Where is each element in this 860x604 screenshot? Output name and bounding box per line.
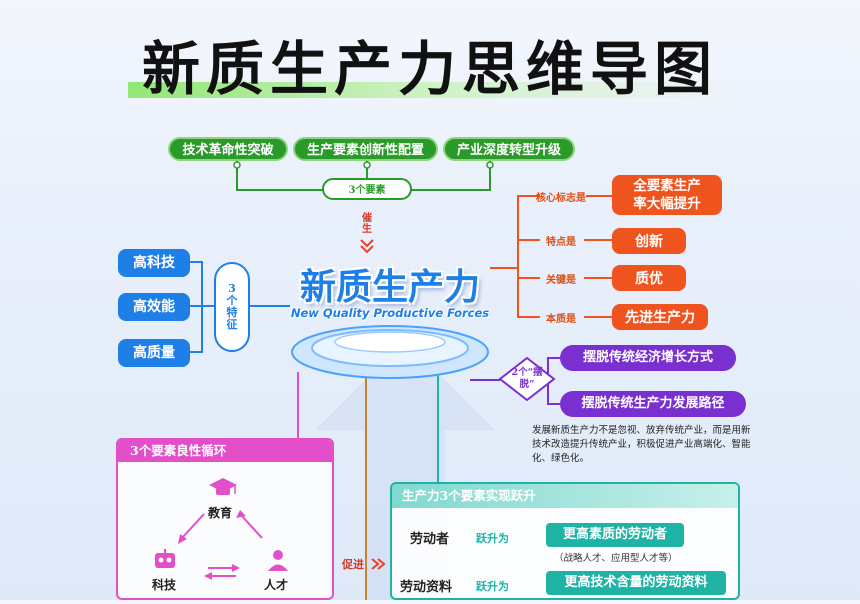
leap-panel-header: 生产力3个要素实现跃升 — [392, 484, 738, 508]
baituo-path: 摆脱传统生产力发展路径 — [560, 391, 746, 417]
right-value-core: 全要素生产率大幅提升 — [612, 175, 722, 215]
right-value-innovation: 创新 — [612, 228, 686, 254]
leap-row-right-labor: 更高素质的劳动者 — [546, 523, 684, 547]
cycle-panel-header: 3个要素良性循环 — [118, 440, 332, 462]
feature-high-quality: 高质量 — [118, 339, 190, 367]
right-label-feature: 特点是 — [546, 237, 576, 248]
graduation-cap-icon — [208, 476, 238, 504]
features-badge: 3个特征 — [214, 262, 250, 352]
right-label-essence: 本质是 — [546, 314, 576, 325]
top-tag-tech: 技术革命性突破 — [168, 137, 288, 161]
leap-row-mid-labor: 跃升为 — [476, 532, 509, 545]
top-tag-factors: 生产要素创新性配置 — [293, 137, 438, 161]
right-label-core: 核心标志是 — [536, 193, 586, 204]
arrow-cycle-icon — [172, 506, 272, 590]
leap-row-left-tools: 劳动资料 — [400, 580, 453, 595]
background-arrow — [305, 340, 505, 600]
cuisheng-label: 催生 — [362, 213, 372, 235]
leap-row-left-labor: 劳动者 — [410, 532, 450, 547]
feature-high-efficiency: 高效能 — [118, 293, 190, 321]
right-value-quality: 质优 — [612, 265, 686, 291]
top-tag-industry: 产业深度转型升级 — [443, 137, 575, 161]
baituo-label: 2个“摆脱” — [511, 367, 543, 390]
leap-row-note-labor: （战略人才、应用型人才等） — [554, 553, 678, 564]
cycle-node-tech: 科技 — [152, 578, 177, 592]
center-subtitle: New Quality Productive Forces — [290, 306, 490, 320]
double-chevron-down-icon — [359, 238, 375, 258]
leap-row-mid-tools: 跃升为 — [476, 580, 509, 593]
double-chevron-right-icon — [370, 556, 386, 575]
cycle-title: 3个要素良性循环 — [130, 443, 227, 458]
baituo-diamond — [498, 356, 556, 406]
title-underline — [128, 82, 734, 98]
cujin-label: 促进 — [342, 558, 364, 571]
three-factors-pill: 3个要素 — [322, 178, 412, 200]
leap-title: 生产力3个要素实现跃升 — [402, 488, 536, 503]
cycle-node-talent: 人才 — [264, 578, 289, 592]
three-factors-label: 3个要素 — [348, 185, 386, 196]
features-label: 3个特征 — [226, 282, 238, 331]
page-title: 新质生产力思维导图 — [141, 35, 718, 103]
baituo-growth: 摆脱传统经济增长方式 — [560, 345, 736, 371]
center-title: 新质生产力 — [299, 267, 480, 308]
cycle-panel: 3个要素良性循环 — [116, 438, 334, 600]
right-label-key: 关键是 — [546, 275, 576, 286]
right-value-advanced: 先进生产力 — [612, 304, 708, 330]
feature-high-tech: 高科技 — [118, 249, 190, 277]
platform-graphic — [280, 312, 500, 386]
description-text: 发展新质生产力不是忽视、放弃传统产业，而是用新技术改造提升传统产业，积极促进产业… — [532, 425, 751, 464]
robot-icon — [152, 548, 178, 576]
cycle-node-education: 教育 — [208, 506, 233, 520]
leap-row-right-tools: 更高技术含量的劳动资料 — [546, 571, 726, 595]
person-icon — [266, 548, 290, 576]
